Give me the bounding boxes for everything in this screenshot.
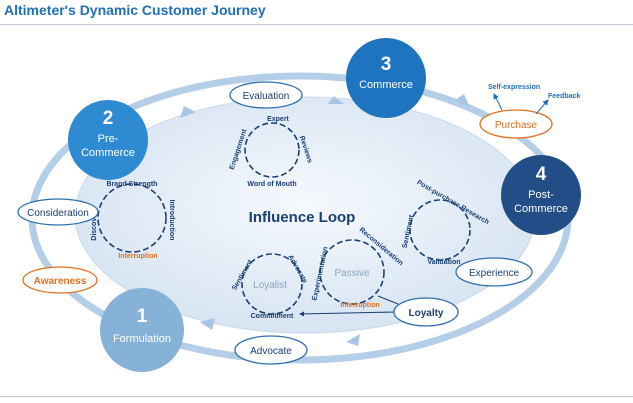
stage-post-commerce-label-2: Commerce — [514, 203, 568, 215]
page-title: Altimeter's Dynamic Customer Journey — [4, 2, 266, 18]
title-divider — [0, 24, 633, 25]
stage-post-commerce-circle — [501, 155, 581, 235]
stage-post-commerce-label-1: Post- — [528, 189, 554, 201]
stage-formulation-label: Formulation — [113, 333, 171, 345]
touchpoint-consideration-label: Consideration — [27, 208, 89, 219]
bottom-divider — [0, 396, 633, 397]
touchpoint-loyalty[interactable]: Loyalty — [393, 297, 459, 327]
touchpoint-awareness-pill — [22, 266, 98, 294]
touchpoint-purchase-pill — [479, 109, 553, 139]
stage-pre-commerce-label-1: Pre- — [98, 133, 119, 145]
consideration-loop-discovery: Discovery — [91, 207, 98, 241]
touchpoint-evaluation[interactable]: Evaluation — [229, 81, 303, 109]
touchpoint-purchase[interactable]: Purchase — [479, 109, 553, 139]
stage-formulation-number: 1 — [137, 306, 148, 327]
consideration-loop-introduction: Introduction — [168, 200, 175, 241]
stage-formulation[interactable]: 1 Formulation — [100, 288, 184, 372]
loyalty-connector — [299, 311, 397, 317]
loyalist-loop-circle — [241, 253, 303, 315]
feedback-label: Feedback — [548, 93, 580, 100]
consideration-loop-interruption: Interruption — [118, 253, 157, 260]
loyalist-label: Loyalist — [253, 280, 287, 291]
evaluation-loop-circle — [244, 122, 300, 178]
stage-commerce-circle — [346, 38, 426, 118]
stage-pre-commerce[interactable]: 2 Pre- Commerce — [68, 100, 148, 180]
stage-post-commerce-number: 4 — [536, 164, 547, 185]
consideration-loop: Brand Strength Introduction Interruption… — [91, 181, 175, 260]
touchpoint-advocate-label: Advocate — [250, 346, 292, 357]
touchpoint-experience-pill — [455, 257, 533, 287]
loyalty-connector — [377, 295, 399, 305]
touchpoint-awareness-label: Awareness — [34, 276, 87, 287]
influence-loop-label: Influence Loop — [249, 209, 356, 226]
evaluation-loop-word-of-mouth: Word of Mouth — [247, 181, 296, 188]
ring-arrow — [328, 96, 344, 104]
ring-arrow — [180, 106, 196, 118]
stage-pre-commerce-circle — [68, 100, 148, 180]
touchpoint-advocate[interactable]: Advocate — [234, 335, 308, 365]
touchpoint-consideration-pill — [17, 198, 99, 226]
post-purchase-validation-label: Validation — [427, 259, 460, 266]
ring-arrow — [455, 94, 470, 108]
touchpoint-loyalty-pill — [393, 297, 459, 327]
stage-commerce-number: 3 — [381, 54, 392, 75]
touchpoint-consideration[interactable]: Consideration — [17, 198, 99, 226]
stage-pre-commerce-label-2: Commerce — [81, 147, 135, 159]
self-expression-label: Self-expression — [488, 84, 540, 91]
ring-arrow — [346, 334, 360, 346]
passive-label: Passive — [334, 268, 369, 279]
touchpoint-experience-label: Experience — [469, 268, 519, 279]
consideration-loop-circle — [97, 183, 167, 253]
touchpoint-evaluation-pill — [229, 81, 303, 109]
touchpoint-loyalty-label: Loyalty — [408, 308, 443, 319]
post-purchase-loop-circle — [409, 199, 471, 261]
touchpoint-awareness[interactable]: Awareness — [22, 266, 98, 294]
consideration-loop-brand-strength: Brand Strength — [107, 181, 158, 188]
stage-pre-commerce-number: 2 — [103, 108, 114, 129]
stage-commerce-label: Commerce — [359, 79, 413, 91]
stage-commerce[interactable]: 3 Commerce — [346, 38, 426, 118]
feedback-arrow — [535, 99, 549, 115]
passive-loop-interruption: Interruption — [340, 302, 379, 309]
touchpoint-purchase-label: Purchase — [495, 120, 538, 131]
passive-loop-circle — [319, 239, 385, 305]
touchpoint-experience[interactable]: Experience — [455, 257, 533, 287]
touchpoint-evaluation-label: Evaluation — [243, 91, 290, 102]
stage-post-commerce[interactable]: 4 Post- Commerce — [501, 155, 581, 235]
self-expression-arrow — [493, 93, 503, 111]
evaluation-loop-expert: Expert — [267, 116, 289, 123]
touchpoint-advocate-pill — [234, 335, 308, 365]
stage-formulation-circle — [100, 288, 184, 372]
loyalist-loop-commitment: Commitment — [251, 313, 294, 320]
ring-arrow — [200, 318, 215, 330]
